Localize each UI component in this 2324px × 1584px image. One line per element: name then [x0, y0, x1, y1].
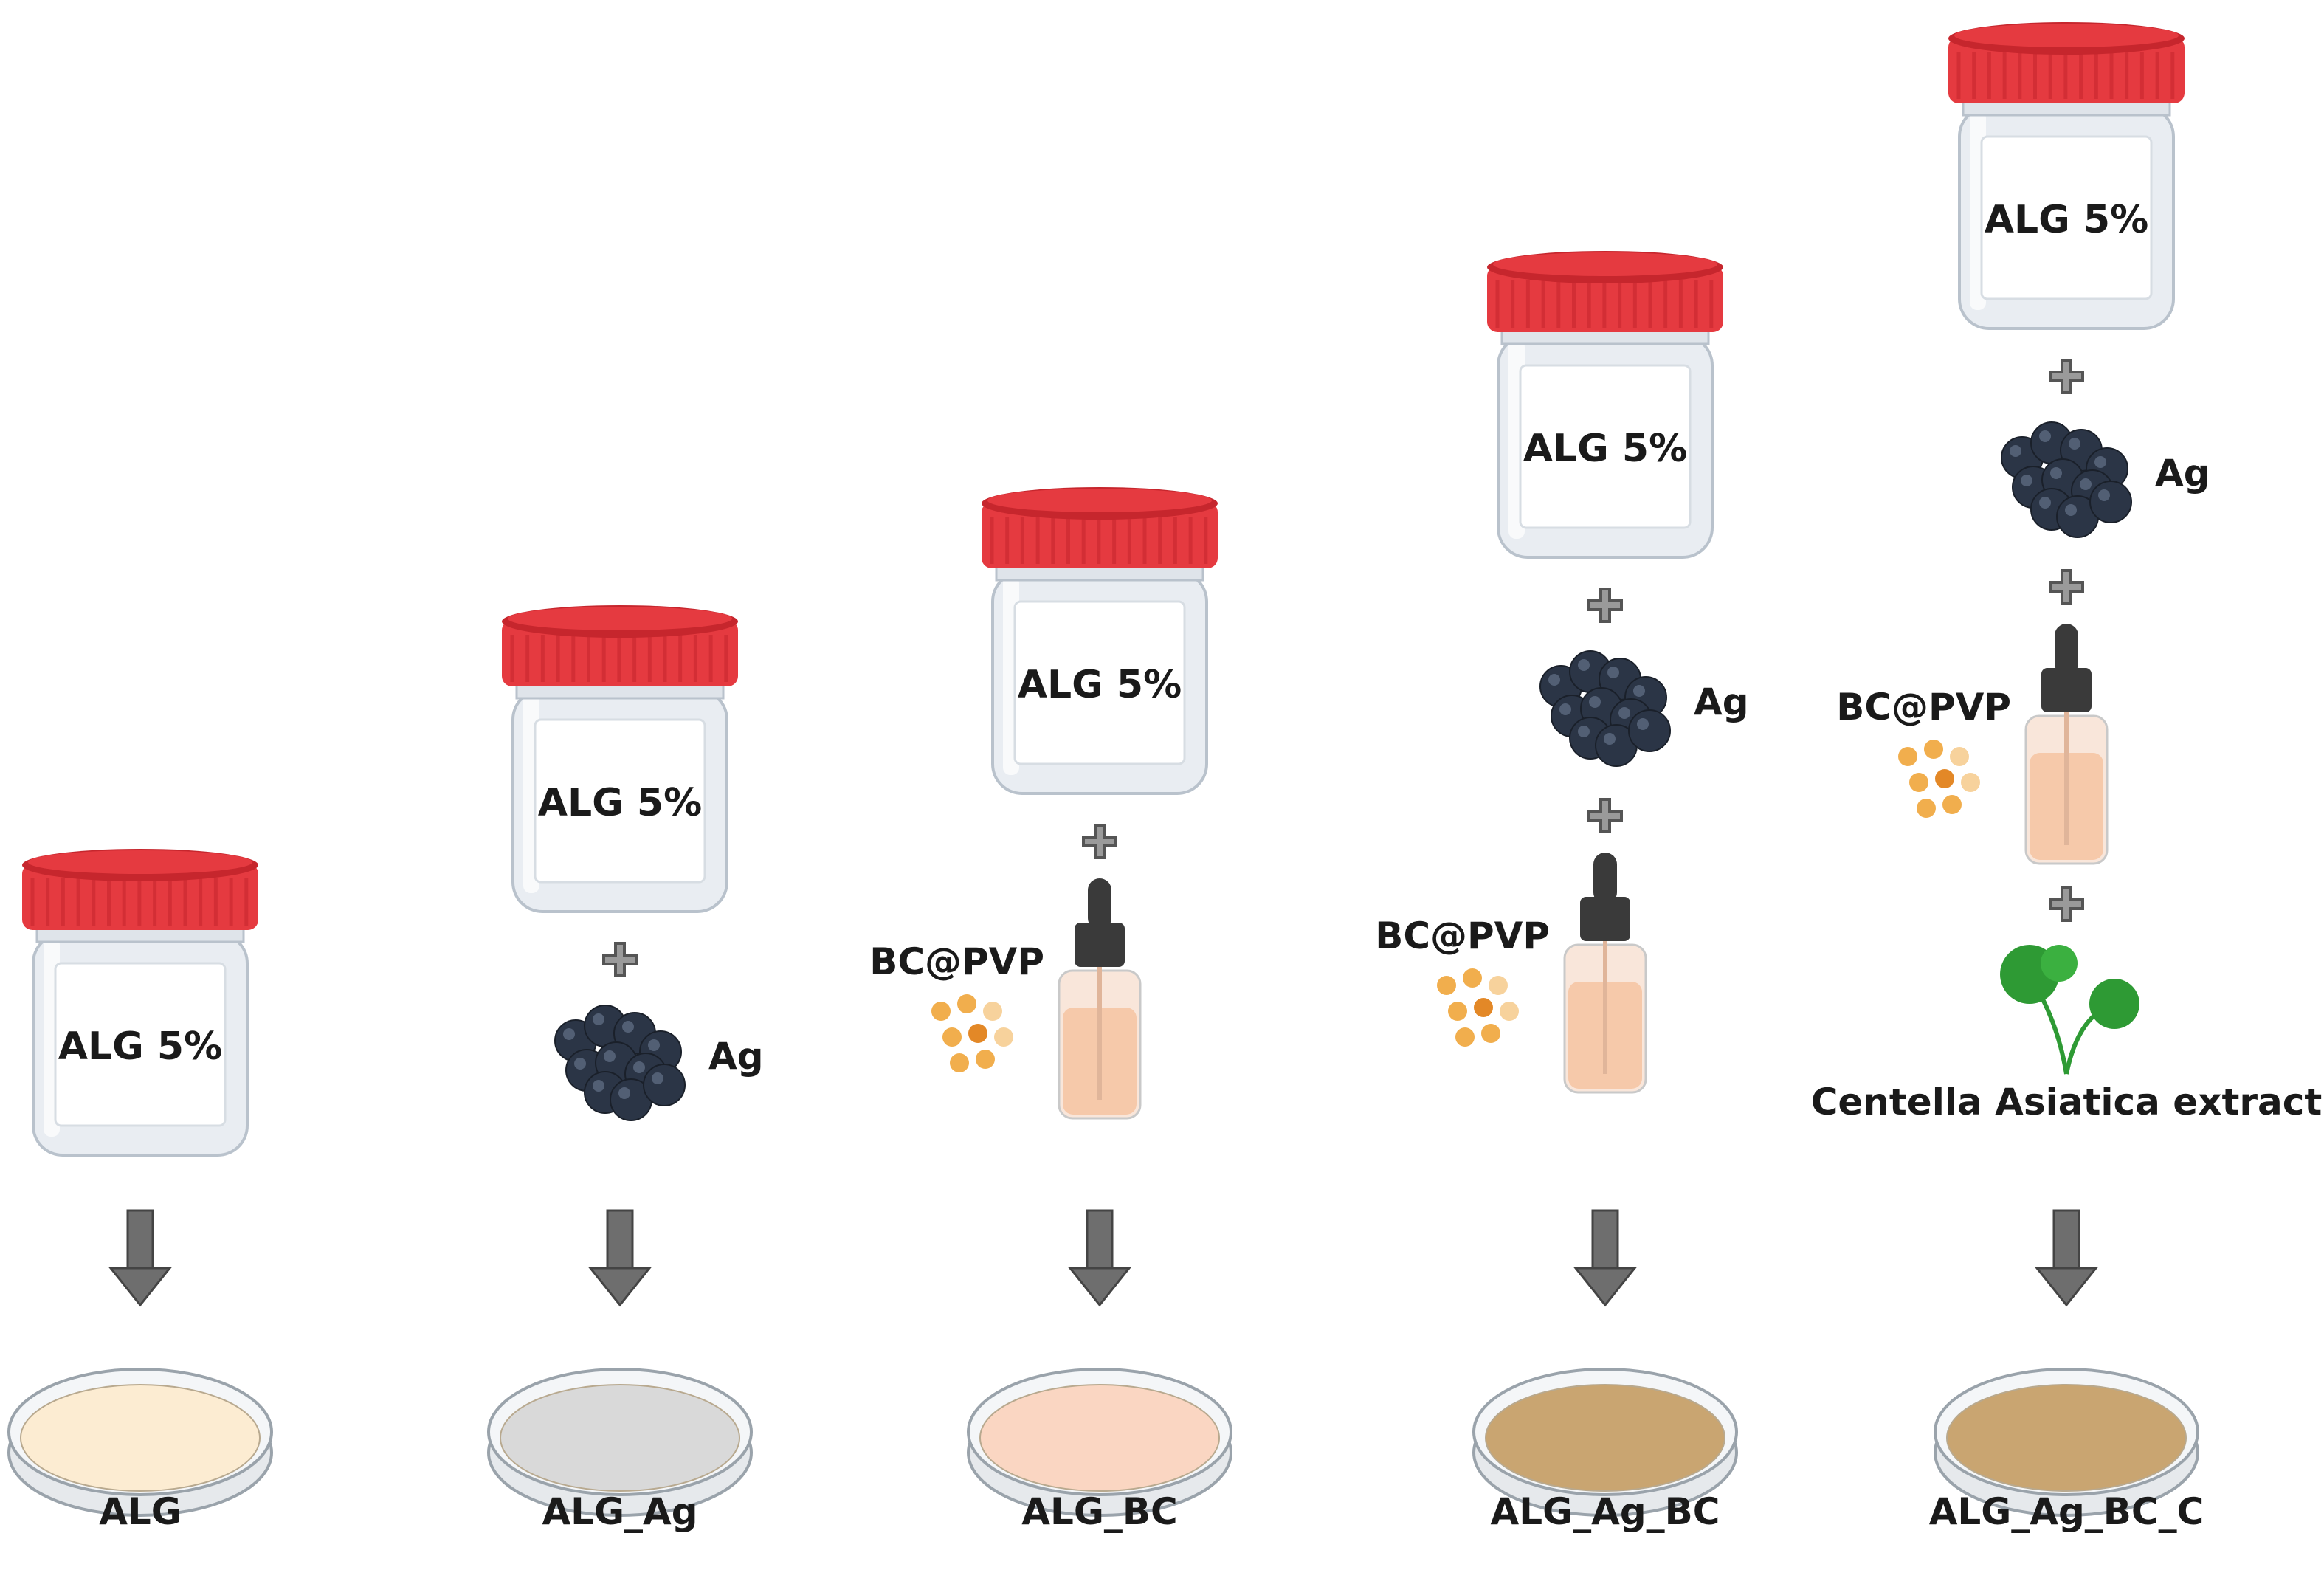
sample-jar-icon: ALG 5% [1487, 251, 1723, 559]
additive-label: BC@PVP [1836, 686, 2011, 729]
petri-dish-icon: ALG_Ag_BC [1472, 1368, 1738, 1533]
jar-label: ALG 5% [1523, 427, 1687, 471]
petri-dish-icon: ALG_BC [967, 1368, 1232, 1533]
jar-label: ALG 5% [58, 1025, 222, 1069]
plus-icon [1587, 798, 1623, 833]
additive-label: Ag [1694, 681, 1749, 723]
nanoparticle-cluster-icon: Ag [1539, 650, 1749, 767]
additive-label: Centella Asiatica extract [1811, 1081, 2323, 1123]
nanoparticle-cluster-icon: Ag [554, 1005, 764, 1121]
dish-label: ALG_Ag_BC_C [1929, 1490, 2204, 1533]
jar-label: ALG 5% [538, 781, 702, 825]
plus-icon [2049, 886, 2084, 922]
dropper-bottle-icon: BC@PVP [869, 878, 1142, 1120]
petri-dish-icon: ALG_Ag [487, 1368, 753, 1533]
plus-icon [1587, 588, 1623, 623]
additive-label: Ag [2155, 452, 2210, 495]
plus-icon [2049, 359, 2084, 394]
jar-label: ALG 5% [1985, 198, 2148, 242]
down-arrow-icon [1067, 1209, 1132, 1307]
plus-icon [2049, 569, 2084, 605]
down-arrow-icon [1573, 1209, 1638, 1307]
particle-dots-icon [931, 994, 1013, 1072]
petri-dish-icon: ALG [7, 1368, 273, 1533]
particle-dots-icon [1898, 740, 1980, 818]
dish-label: ALG_Ag [542, 1490, 697, 1533]
petri-dish-icon: ALG_Ag_BC_C [1929, 1368, 2204, 1533]
dish-label: ALG_Ag_BC [1491, 1490, 1720, 1533]
nanoparticle-cluster-icon: Ag [2001, 421, 2210, 538]
sample-jar-icon: ALG 5% [502, 605, 738, 913]
sample-jar-icon: ALG 5% [1948, 22, 2185, 330]
particle-dots-icon [1437, 968, 1519, 1047]
additive-label: BC@PVP [869, 940, 1044, 983]
dish-label: ALG [99, 1490, 182, 1533]
down-arrow-icon [2034, 1209, 2099, 1307]
additive-label: Ag [708, 1035, 764, 1078]
dropper-bottle-icon: BC@PVP [1836, 624, 2109, 865]
centella-plant-icon: Centella Asiatica extract [1811, 945, 2323, 1123]
dropper-bottle-icon: BC@PVP [1375, 853, 1647, 1094]
plus-icon [602, 942, 638, 977]
down-arrow-icon [587, 1209, 652, 1307]
sample-jar-icon: ALG 5% [982, 487, 1218, 795]
plus-icon [1082, 824, 1117, 859]
jar-label: ALG 5% [1018, 663, 1182, 707]
down-arrow-icon [108, 1209, 173, 1307]
dish-label: ALG_BC [1021, 1490, 1177, 1533]
additive-label: BC@PVP [1375, 915, 1550, 957]
sample-jar-icon: ALG 5% [22, 849, 258, 1157]
